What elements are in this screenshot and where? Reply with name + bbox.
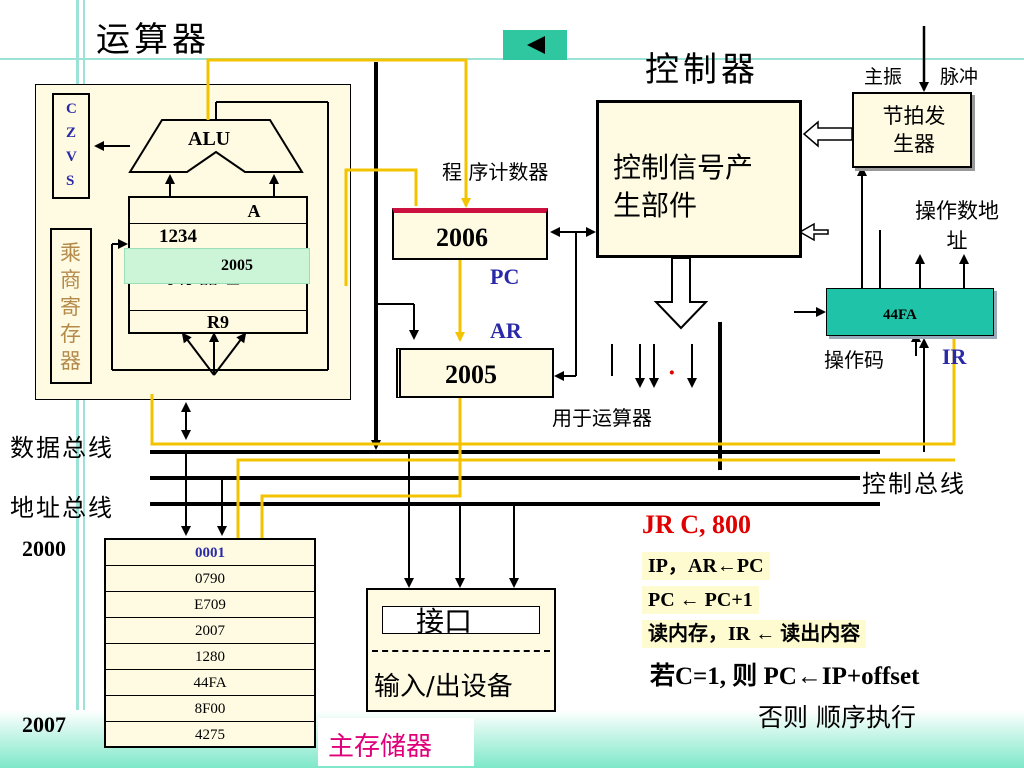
register-row-r9: R9 [130, 310, 306, 334]
ar-register: 2005 [396, 348, 554, 398]
flag-z: Z [66, 125, 77, 141]
control-section-title: 控制器 [645, 50, 759, 90]
io-device: 接口 输入/出设备 [366, 588, 556, 712]
io-interface [382, 606, 540, 634]
ar-value: 2005 [445, 360, 497, 389]
memory-cell: 0001 [106, 540, 314, 566]
instruction-step: 否则 顺序执行 [758, 703, 916, 732]
control-signal-unit: 控制信号产生部件 [596, 100, 802, 258]
instruction-step: IP，AR←PC [642, 552, 770, 580]
flag-s: S [66, 173, 75, 189]
main-oscillator-label: 主振 [864, 66, 903, 88]
io-divider [372, 650, 550, 652]
instruction-title: JR C, 800 [642, 510, 752, 539]
alu-shape [128, 119, 304, 173]
opcode-label: 操作码 [824, 348, 884, 372]
mul-div-register: 乘商寄存器 [50, 228, 92, 384]
previous-slide-button[interactable] [503, 30, 567, 60]
clock-generator: 节拍发生器 [852, 92, 972, 168]
memory-addr-end: 2007 [22, 712, 66, 737]
flag-c: C [66, 101, 77, 117]
address-bus-label: 地址总线 [10, 494, 114, 522]
clock-generator-label: 节拍发生器 [882, 104, 946, 156]
control-signal-unit-label: 控制信号产生部件 [609, 147, 767, 227]
io-interface-label: 接口 [416, 605, 473, 638]
register-highlight-2005: 2005 [124, 248, 310, 284]
flag-v: V [66, 149, 77, 165]
operand-address-label: 操作数地址 [915, 199, 999, 253]
memory-cell: 0790 [106, 566, 314, 592]
memory-cell: E709 [106, 592, 314, 618]
flags-box: C Z V S [52, 93, 90, 199]
memory-addr-start: 2000 [22, 536, 66, 561]
red-dot: · [668, 360, 676, 386]
register-row-a: A [130, 198, 306, 224]
back-arrow-icon [527, 36, 545, 54]
control-bus-label: 控制总线 [862, 470, 966, 498]
memory-cell: 8F00 [106, 696, 314, 722]
pc-value: 2006 [436, 223, 488, 252]
pc-register: 2006 [392, 208, 548, 260]
memory-cell: 4275 [195, 727, 225, 743]
alu-label: ALU [188, 128, 231, 150]
pulse-label: 脉冲 [940, 66, 979, 88]
for-alu-label: 用于运算器 [552, 406, 652, 430]
alu-section-title: 运算器 [96, 20, 210, 60]
data-bus-label: 数据总线 [10, 434, 114, 462]
memory-cell: 1280 [106, 644, 314, 670]
ar-label: AR [490, 318, 522, 343]
ir-register: 44FA [826, 288, 994, 336]
instruction-step: 读内存，IR ← 读出内容 [642, 620, 867, 648]
memory-title-bg [318, 718, 474, 766]
instruction-step: PC ← PC+1 [642, 586, 759, 614]
pc-label: PC [490, 264, 520, 289]
instruction-step: 若C=1, 则 PC←IP+offset [650, 663, 920, 690]
memory-cell: 44FA [106, 670, 314, 696]
memory-title: 主存储器 [328, 732, 433, 762]
memory-cell: 2007 [106, 618, 314, 644]
pc-caption: 程 序计数器 [442, 160, 549, 184]
ir-label: IR [942, 344, 967, 369]
mul-div-register-label: 乘商寄存器 [60, 241, 81, 373]
io-device-label: 输入/出设备 [374, 672, 513, 702]
ir-value: 44FA [883, 307, 917, 323]
register-row-1234: 1234 [130, 224, 306, 250]
main-memory: 0001 0790 E709 2007 1280 44FA 8F00 4275 [104, 538, 316, 748]
